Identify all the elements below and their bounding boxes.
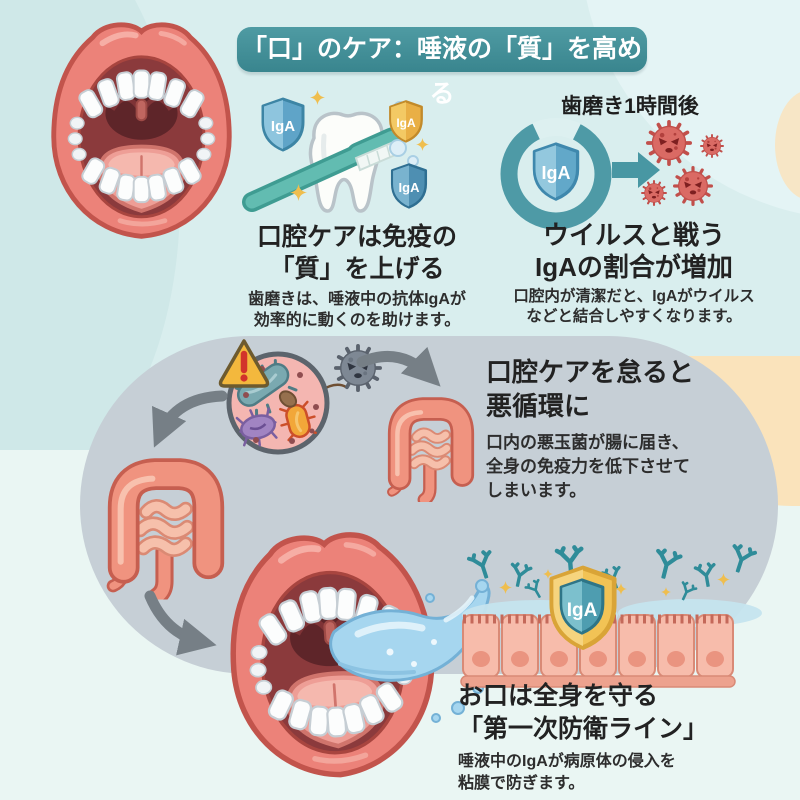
page-title: 「口」のケア：唾液の「質」を高める xyxy=(241,35,642,108)
virus-icon xyxy=(673,166,713,206)
section-heading: 「第一次防衛ライン」 xyxy=(458,715,709,743)
section-heading: IgAの割合が増加 xyxy=(535,252,733,282)
epithelial-cells xyxy=(460,614,736,688)
section-heading: ウイルスと戦う xyxy=(542,220,725,250)
intestine-icon xyxy=(380,390,482,502)
section-body: などと結合しやすくなります。 xyxy=(526,308,742,325)
iga-label: IgA xyxy=(271,118,295,135)
iga-label: IgA xyxy=(399,180,421,195)
section-body: 全身の免疫力を低下させて xyxy=(486,457,690,476)
section-after-brushing: ウイルスと戦う IgAの割合が増加 口腔内が清潔だと、IgAがウイルス などと結… xyxy=(498,219,770,327)
bacterium-oval-icon xyxy=(235,407,278,447)
section-heading: 口腔ケアは免疫の xyxy=(256,223,457,251)
sparkle-icon xyxy=(717,573,730,586)
curved-arrow-icon xyxy=(144,590,217,656)
warning-icon xyxy=(218,339,270,388)
bacterium-orange-icon xyxy=(279,400,317,442)
section-defense: お口は全身を守る 「第一次防衛ライン」 唾液中のIgAが病原体の侵入を 粘膜で防… xyxy=(458,680,770,795)
section-body: 粘膜で防ぎます。 xyxy=(458,775,585,792)
curved-arrow-icon xyxy=(152,390,228,448)
section-body: 口内の悪玉菌が腸に届き、 xyxy=(486,433,689,452)
tooth-brushing-illustration: IgA IgA IgA xyxy=(242,90,429,213)
virus-icon xyxy=(641,180,667,206)
section-body: 効率的に動くのを助けます。 xyxy=(253,312,461,329)
section-body: 唾液中のIgAが病原体の侵入を xyxy=(458,753,676,770)
section-heading: 悪循環に xyxy=(486,391,591,421)
iga-label: IgA xyxy=(542,163,571,183)
iga-label: IgA xyxy=(567,600,598,621)
sparkle-icon xyxy=(661,587,671,597)
title-banner: 「口」のケア：唾液の「質」を高める xyxy=(237,27,647,108)
section-heading: 「質」を上げる xyxy=(269,255,445,283)
virus-icon xyxy=(646,120,692,166)
iga-donut-chart: IgA xyxy=(500,118,612,230)
open-mouth-icon xyxy=(44,14,239,246)
bacterium-blob-icon xyxy=(278,390,298,408)
after-brushing-label: 歯磨き1時間後 xyxy=(561,95,699,118)
section-heading: 口腔ケアを怠ると xyxy=(486,357,695,387)
toothbrush-icon xyxy=(242,127,404,212)
section-heading: お口は全身を守る xyxy=(458,682,659,710)
saliva-splash-icon xyxy=(329,579,491,723)
section-body: 歯磨きは、唾液中の抗体IgAが xyxy=(248,291,466,308)
section-body: 口腔内が清潔だと、IgAがウイルス xyxy=(513,288,755,305)
virus-icon xyxy=(700,134,724,158)
cell-barrier-illustration: IgA xyxy=(460,542,762,688)
intestine-icon xyxy=(98,448,234,600)
section-neglect: 口腔ケアを怠ると 悪循環に 口内の悪玉菌が腸に届き、 全身の免疫力を低下させて … xyxy=(486,355,754,503)
curved-arrow-icon xyxy=(356,346,441,387)
section-body: しまいます。 xyxy=(486,481,587,500)
section-oral-care: 口腔ケアは免疫の 「質」を上げる 歯磨きは、唾液中の抗体IgAが 効率的に動くの… xyxy=(234,221,480,331)
sparkle-icon xyxy=(416,138,429,151)
sparkle-icon xyxy=(499,581,512,594)
iga-label: IgA xyxy=(396,116,416,130)
sparkle-icon xyxy=(310,90,325,105)
arrow-right-icon xyxy=(612,152,660,188)
